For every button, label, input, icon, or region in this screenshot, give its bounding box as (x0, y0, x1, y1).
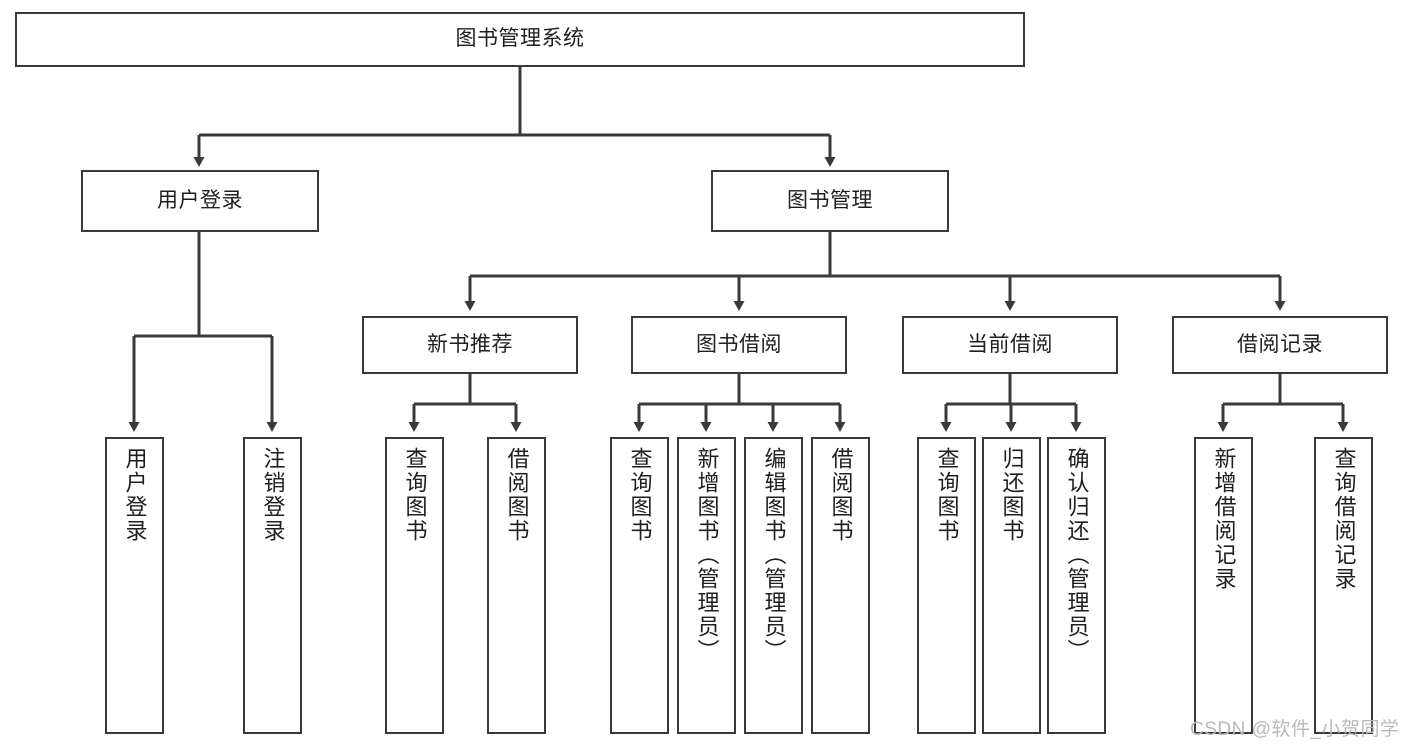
node-leaf-query-record-label: 查询借阅记录 (1331, 447, 1357, 591)
node-leaf-query-book-3[interactable]: 查询图书 (917, 437, 976, 734)
node-leaf-query-record[interactable]: 查询借阅记录 (1314, 437, 1373, 734)
node-leaf-borrow-book-1[interactable]: 借阅图书 (487, 437, 546, 734)
node-leaf-add-book[interactable]: 新增图书（管理员） (677, 437, 736, 734)
node-leaf-user-login-label: 用户登录 (122, 447, 148, 543)
node-leaf-add-record-label: 新增借阅记录 (1211, 447, 1237, 591)
node-leaf-query-book-3-label: 查询图书 (934, 447, 960, 543)
node-new-book-rec-label: 新书推荐 (427, 332, 513, 356)
node-leaf-user-login[interactable]: 用户登录 (105, 437, 164, 734)
node-current-borrow[interactable]: 当前借阅 (902, 316, 1118, 374)
node-leaf-borrow-book-2[interactable]: 借阅图书 (811, 437, 870, 734)
node-leaf-confirm-return-label: 确认归还（管理员） (1064, 447, 1090, 663)
node-book-manage-label: 图书管理 (787, 188, 873, 212)
node-leaf-edit-book[interactable]: 编辑图书（管理员） (744, 437, 803, 734)
node-borrow-record-label: 借阅记录 (1237, 332, 1323, 356)
node-leaf-add-record[interactable]: 新增借阅记录 (1194, 437, 1253, 734)
node-book-borrow-label: 图书借阅 (696, 332, 782, 356)
csdn-watermark: CSDN @软件_小贺同学 (1190, 719, 1400, 740)
node-book-manage[interactable]: 图书管理 (711, 170, 949, 232)
node-leaf-add-book-label: 新增图书（管理员） (694, 447, 720, 663)
node-user-login-label: 用户登录 (157, 188, 243, 212)
node-root-label: 图书管理系统 (455, 27, 585, 51)
node-root[interactable]: 图书管理系统 (15, 12, 1025, 67)
node-current-borrow-label: 当前借阅 (967, 332, 1053, 356)
node-new-book-rec[interactable]: 新书推荐 (362, 316, 578, 374)
node-leaf-logout-label: 注销登录 (260, 447, 286, 543)
node-leaf-query-book-1-label: 查询图书 (402, 447, 428, 543)
node-book-borrow[interactable]: 图书借阅 (631, 316, 847, 374)
node-leaf-query-book-2[interactable]: 查询图书 (610, 437, 669, 734)
node-leaf-return-book[interactable]: 归还图书 (982, 437, 1041, 734)
node-leaf-return-book-label: 归还图书 (999, 447, 1025, 543)
node-leaf-query-book-1[interactable]: 查询图书 (385, 437, 444, 734)
node-leaf-borrow-book-2-label: 借阅图书 (828, 447, 854, 543)
node-borrow-record[interactable]: 借阅记录 (1172, 316, 1388, 374)
node-leaf-borrow-book-1-label: 借阅图书 (504, 447, 530, 543)
node-leaf-logout[interactable]: 注销登录 (243, 437, 302, 734)
node-leaf-edit-book-label: 编辑图书（管理员） (761, 447, 787, 663)
node-leaf-query-book-2-label: 查询图书 (627, 447, 653, 543)
node-user-login[interactable]: 用户登录 (81, 170, 319, 232)
node-leaf-confirm-return[interactable]: 确认归还（管理员） (1047, 437, 1106, 734)
